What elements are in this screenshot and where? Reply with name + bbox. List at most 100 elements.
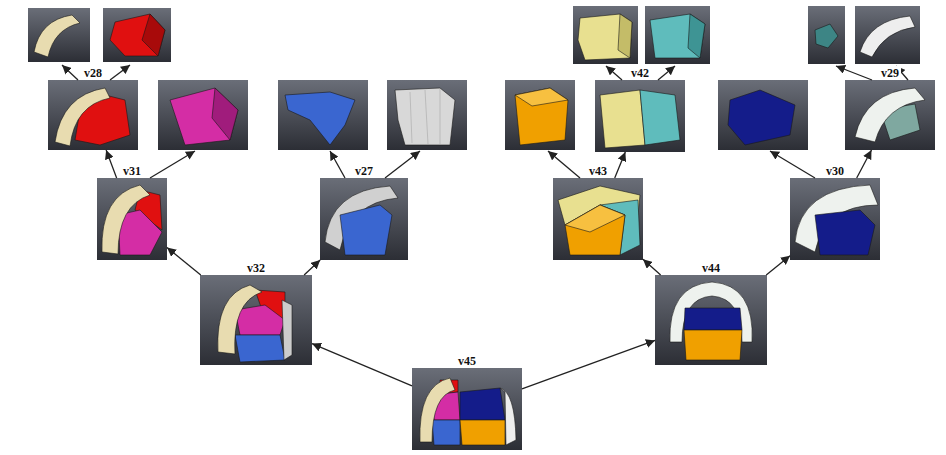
- segment-top: [565, 205, 625, 232]
- segment: [102, 185, 150, 254]
- split-arrow: [330, 151, 345, 178]
- split-arrow: [106, 150, 117, 178]
- segment-shade: [142, 14, 165, 56]
- segment: [170, 88, 238, 145]
- render-image: [790, 178, 880, 260]
- label-holder: v31: [77, 161, 187, 179]
- render-background: [655, 275, 767, 365]
- rendering-node: v32: [200, 275, 312, 365]
- render-image: [97, 178, 167, 260]
- split-arrow: [606, 66, 622, 80]
- render-background: [790, 178, 880, 260]
- rendering-node: v31: [97, 178, 167, 260]
- render-image: [595, 80, 685, 152]
- render-background: [28, 8, 90, 62]
- segment: [34, 15, 80, 57]
- split-arrow: [110, 65, 130, 80]
- split-arrow: [312, 344, 412, 386]
- segment: [650, 14, 705, 58]
- render-background: [573, 6, 638, 64]
- segment: [340, 205, 392, 255]
- node-label: v29: [879, 66, 901, 80]
- segment: [728, 90, 795, 145]
- segment: [432, 420, 460, 445]
- segment: [395, 88, 455, 145]
- render-image: [573, 6, 638, 64]
- render-background: [48, 80, 138, 150]
- render-background: [278, 80, 368, 150]
- render-image: [718, 80, 808, 150]
- split-arrow: [766, 256, 790, 275]
- label-holder: v27: [300, 161, 428, 179]
- render-background: [103, 8, 171, 62]
- render-image: [655, 275, 767, 365]
- render-image: [845, 80, 935, 150]
- segment: [420, 378, 455, 442]
- render-image: [200, 275, 312, 365]
- split-arrow: [615, 152, 626, 178]
- rendering-node: v42: [595, 80, 685, 152]
- render-background: [387, 80, 467, 150]
- split-arrow: [385, 151, 420, 178]
- segment: [500, 388, 516, 445]
- segment: [684, 330, 742, 360]
- segment: [578, 14, 632, 60]
- node-label: v43: [587, 164, 609, 178]
- render-image: [505, 80, 575, 150]
- segment: [235, 335, 285, 362]
- render-background: [855, 6, 920, 64]
- segment: [565, 205, 625, 255]
- rendering-node: v43: [553, 178, 643, 260]
- render-background: [97, 178, 167, 260]
- rendering-node: v44: [655, 275, 767, 365]
- segment-shade: [212, 88, 238, 140]
- render-image: [645, 6, 710, 64]
- label-holder: v45: [392, 351, 542, 369]
- segment: [640, 90, 680, 145]
- rendering-node: v30: [790, 178, 880, 260]
- render-image: [103, 8, 171, 62]
- split-arrow: [658, 66, 675, 80]
- split-arrow: [150, 151, 195, 178]
- label-holder: v44: [635, 258, 787, 276]
- segment: [460, 388, 505, 420]
- segment-shade: [618, 14, 632, 58]
- render-background: [595, 80, 685, 152]
- segment: [855, 88, 925, 142]
- render-image: [412, 368, 522, 450]
- label-holder: v42: [575, 63, 705, 81]
- render-background: [553, 178, 643, 260]
- rendering-node: v28: [48, 80, 138, 150]
- split-arrow: [62, 65, 78, 80]
- split-arrow: [304, 260, 320, 275]
- render-background: [645, 6, 710, 64]
- render-image: [320, 178, 408, 260]
- segment: [110, 14, 165, 56]
- label-holder: v32: [180, 258, 332, 276]
- node-label: v32: [245, 261, 267, 275]
- node-label: v31: [121, 164, 143, 178]
- segment: [218, 285, 262, 354]
- label-holder: v29: [825, 63, 946, 81]
- segment: [460, 420, 505, 445]
- rendering-node: v45: [412, 368, 522, 450]
- render-image: [553, 178, 643, 260]
- node-label: v27: [353, 164, 375, 178]
- render-image: [855, 6, 920, 64]
- node-label: v45: [456, 354, 478, 368]
- render-image: [48, 80, 138, 150]
- node-label: v42: [629, 66, 651, 80]
- split-arrow: [548, 151, 580, 178]
- split-arrow: [857, 150, 872, 178]
- segment-top: [515, 88, 568, 106]
- render-background: [505, 80, 575, 150]
- split-arrow: [522, 340, 655, 389]
- render-background: [158, 80, 248, 150]
- split-arrow: [167, 248, 201, 275]
- segment-shade: [688, 14, 705, 58]
- rendering-node: v29: [845, 80, 935, 150]
- node-label: v28: [82, 66, 104, 80]
